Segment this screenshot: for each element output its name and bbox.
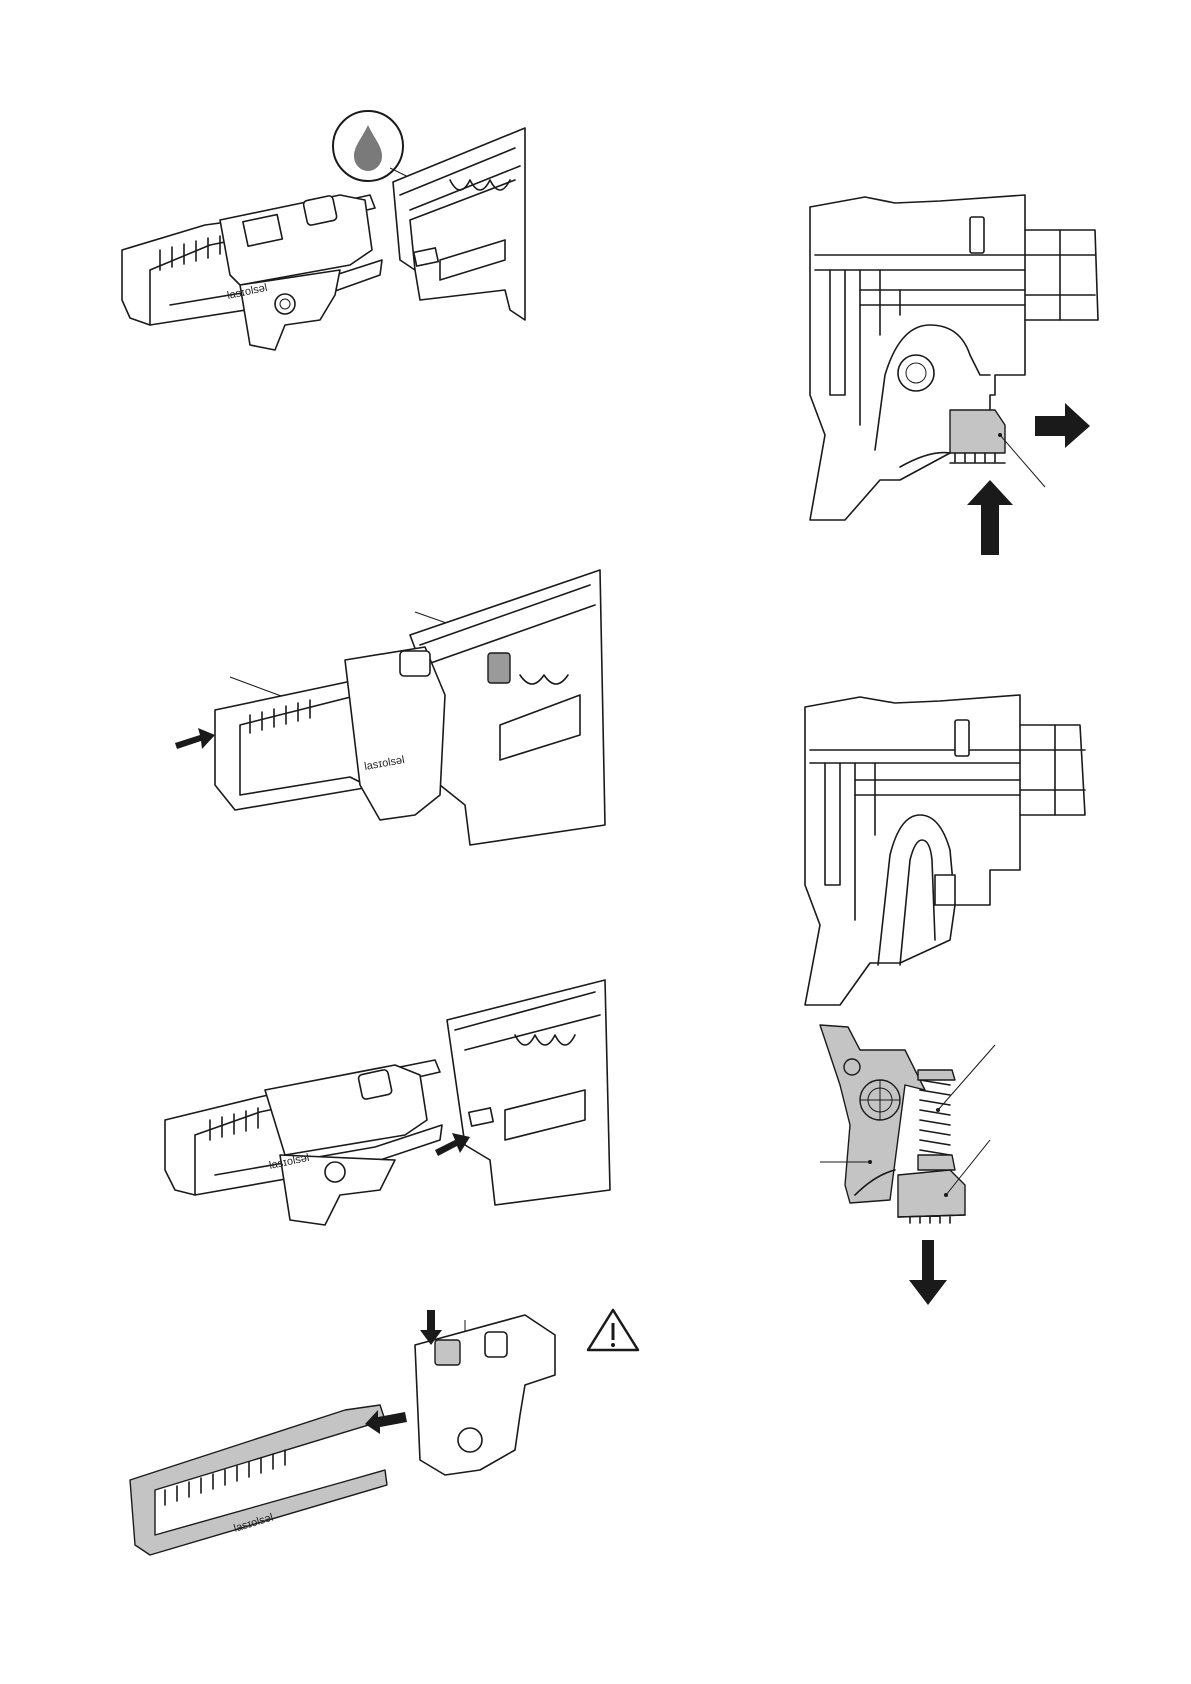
arrow-down-icon <box>909 1240 947 1305</box>
arrow-right-icon <box>1035 403 1090 448</box>
fig-side-view-release <box>800 195 1150 570</box>
fig-latch-spring-detail <box>820 1025 1040 1320</box>
push-arrow-icon <box>175 728 215 749</box>
oil-drop-icon <box>333 111 403 181</box>
fig-remove-guide: lasɪolsəl <box>125 1320 685 1590</box>
fig-lubricate: lasɪolsəl <box>110 100 590 400</box>
fig-side-view-assembled <box>800 695 1110 1015</box>
fig-insert-guide: lasɪolsəl <box>170 565 610 875</box>
fig-slide-in: lasɪolsəl <box>165 980 610 1250</box>
warning-icon <box>588 1310 638 1350</box>
arrow-up-icon <box>967 480 1013 555</box>
